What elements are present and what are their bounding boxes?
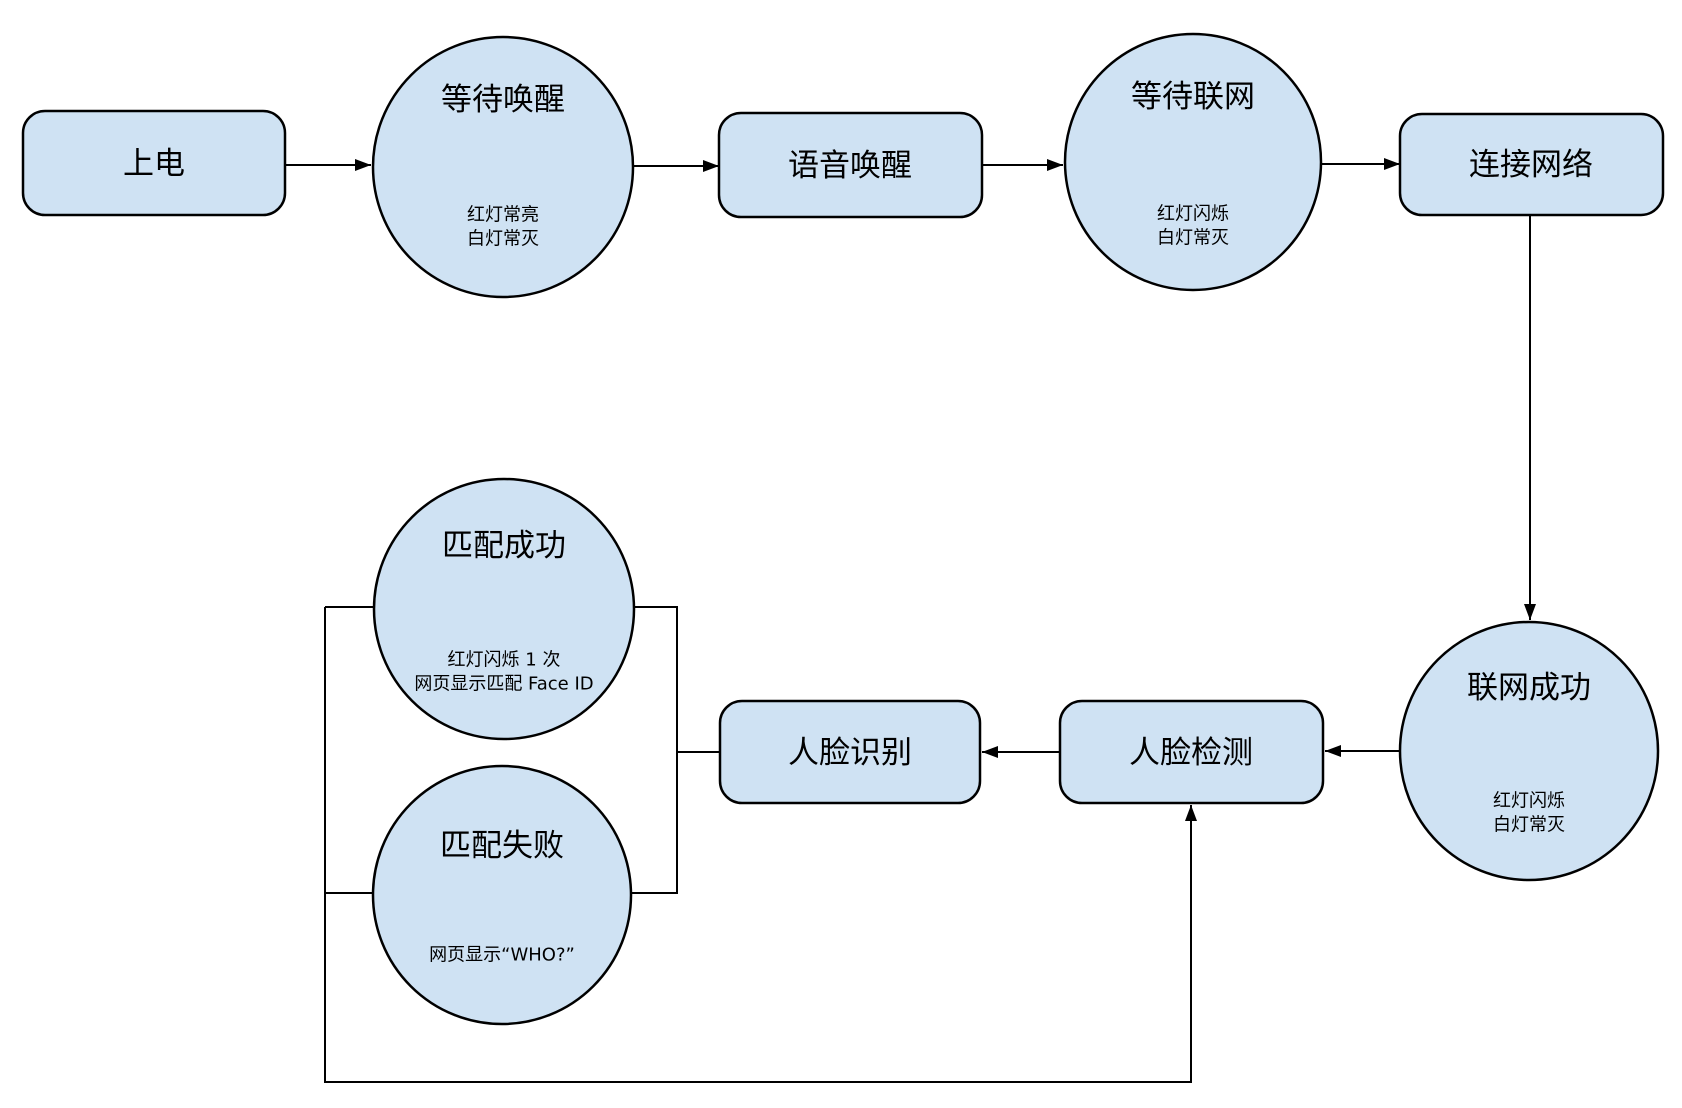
voice-wake-shape: [717, 111, 984, 219]
wait-network-shape: [1063, 32, 1323, 292]
connect-network-label: 连接网络: [1469, 147, 1593, 183]
wait-wake-sub1: 红灯常亮: [467, 205, 539, 226]
power-on-label: 上电: [123, 146, 185, 182]
node-connect-network: 连接网络: [1398, 112, 1665, 217]
node-wait-network: 等待联网 红灯闪烁 白灯常灭: [1063, 32, 1323, 292]
face-detect-shape: [1058, 699, 1325, 805]
face-recognize-shape: [718, 699, 982, 805]
node-face-detect: 人脸检测: [1058, 699, 1325, 805]
node-power-on: 上电: [21, 109, 287, 217]
match-success-sub2: 网页显示匹配 Face ID: [414, 674, 593, 695]
node-match-fail: 匹配失败 网页显示“WHO?”: [371, 764, 633, 1026]
node-network-success: 联网成功 红灯闪烁 白灯常灭: [1398, 620, 1660, 882]
edges: [285, 158, 1536, 1083]
match-fail-label: 匹配失败: [440, 828, 564, 864]
face-recognize-label: 人脸识别: [788, 735, 912, 771]
edge-bracket-match-branches: [631, 606, 678, 894]
network-success-label: 联网成功: [1467, 670, 1591, 706]
node-wait-wake: 等待唤醒 红灯常亮 白灯常灭: [371, 35, 635, 299]
wait-network-label: 等待联网: [1131, 79, 1255, 115]
edge-loop-to-face-detect: [324, 607, 1197, 1083]
wait-network-sub2: 白灯常灭: [1157, 228, 1229, 249]
network-success-shape: [1398, 620, 1660, 882]
node-face-recognize: 人脸识别: [718, 699, 982, 805]
network-success-sub1: 红灯闪烁: [1493, 791, 1565, 812]
match-success-label: 匹配成功: [442, 528, 566, 564]
node-voice-wake: 语音唤醒: [717, 111, 984, 219]
connect-network-shape: [1398, 112, 1665, 217]
network-success-sub2: 白灯常灭: [1493, 815, 1565, 836]
match-success-sub1: 红灯闪烁 1 次: [448, 650, 561, 671]
wait-wake-sub2: 白灯常灭: [467, 229, 539, 250]
match-success-shape: [372, 477, 636, 741]
wait-network-sub1: 红灯闪烁: [1157, 204, 1229, 225]
nodes: 上电 等待唤醒 红灯常亮 白灯常灭 语音唤醒 等待联网 红灯闪烁 白灯常灭 连接…: [21, 32, 1665, 1026]
match-fail-sub1: 网页显示“WHO?”: [429, 945, 575, 966]
match-fail-shape: [371, 764, 633, 1026]
node-match-success: 匹配成功 红灯闪烁 1 次 网页显示匹配 Face ID: [372, 477, 636, 741]
voice-wake-label: 语音唤醒: [788, 148, 912, 184]
wait-wake-shape: [371, 35, 635, 299]
power-on-shape: [21, 109, 287, 217]
wait-wake-label: 等待唤醒: [441, 82, 565, 118]
face-detect-label: 人脸检测: [1129, 735, 1253, 771]
